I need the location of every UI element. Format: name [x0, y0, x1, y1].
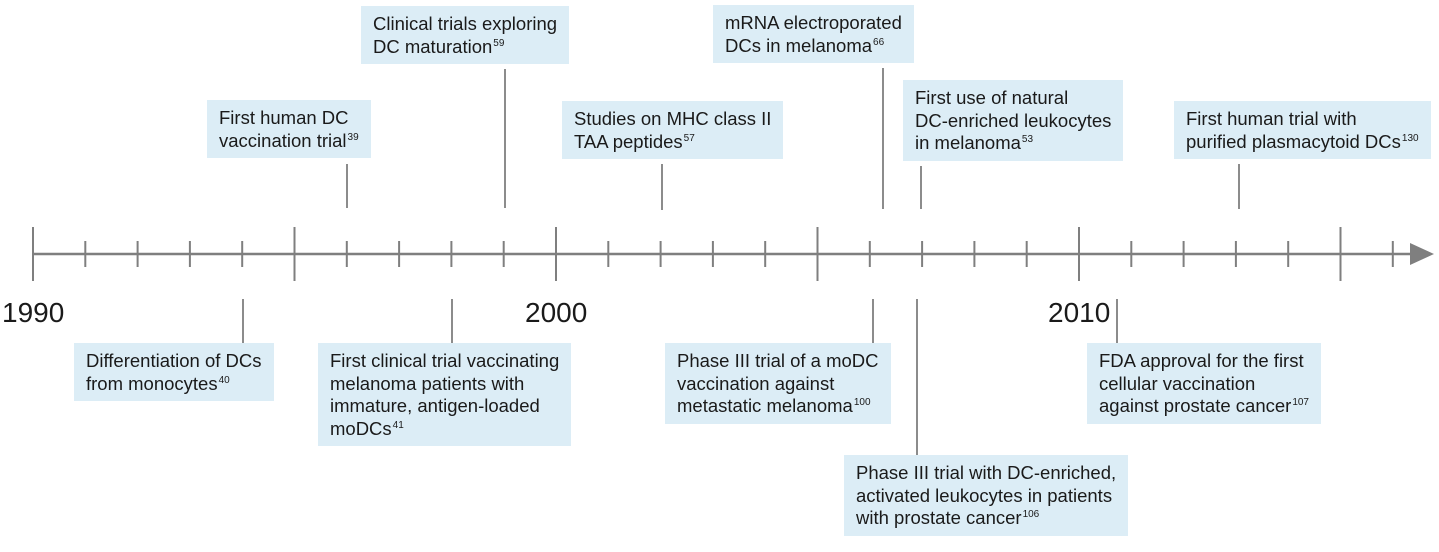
event-box-phase-iii-prostate: Phase III trial with DC-enriched,activat… — [844, 455, 1129, 536]
event-reference-number: 40 — [218, 374, 230, 386]
event-reference-number: 41 — [392, 419, 404, 431]
event-text-line: in melanoma53 — [915, 132, 1111, 155]
event-text-line: DCs in melanoma66 — [725, 35, 902, 58]
event-text: Studies on MHC class II — [574, 108, 772, 129]
event-text: First human trial with — [1186, 108, 1357, 129]
event-text: DCs in melanoma — [725, 34, 873, 56]
event-text-line: vaccination trial39 — [219, 130, 359, 153]
event-text: purified plasmacytoid DCs — [1186, 130, 1401, 152]
event-text: FDA approval for the first — [1099, 350, 1304, 371]
event-text: immature, antigen-loaded — [330, 395, 540, 416]
event-text-line: Phase III trial of a moDC — [677, 350, 879, 373]
event-text: with prostate cancer — [856, 507, 1022, 528]
event-text: from monocytes — [86, 372, 218, 394]
event-text-line: cellular vaccination — [1099, 373, 1309, 396]
event-text-line: activated leukocytes in patients — [856, 485, 1116, 508]
event-text-line: from monocytes40 — [86, 373, 262, 396]
event-text-line: against prostate cancer107 — [1099, 395, 1309, 418]
year-label-1990: 1990 — [2, 297, 65, 328]
event-text-line: First human DC — [219, 107, 359, 130]
event-text-line: First human trial with — [1186, 108, 1419, 131]
event-text: First use of natural — [915, 87, 1069, 108]
event-text-line: FDA approval for the first — [1099, 350, 1309, 373]
event-text: vaccination against — [677, 372, 835, 394]
event-reference-number: 106 — [1022, 509, 1040, 520]
event-text-line: Phase III trial with DC-enriched, — [856, 462, 1116, 485]
event-text: Phase III trial with DC-enriched, — [856, 462, 1117, 483]
event-text: cellular vaccination — [1099, 372, 1256, 394]
event-reference-number: 130 — [1401, 132, 1419, 144]
event-text: metastatic melanoma — [677, 395, 853, 416]
year-label-2010: 2010 — [1048, 297, 1111, 328]
event-text-line: melanoma patients with — [330, 373, 559, 396]
event-text-line: mRNA electroporated — [725, 12, 902, 35]
event-text: Phase III trial of a moDC — [677, 350, 879, 371]
event-reference-number: 39 — [347, 131, 359, 143]
event-reference-number: 53 — [1021, 134, 1034, 145]
event-text: DC-enriched leukocytes — [915, 109, 1112, 131]
axis-arrow-head — [1410, 243, 1434, 265]
event-text-line: purified plasmacytoid DCs130 — [1186, 131, 1419, 154]
event-text-line: First use of natural — [915, 87, 1111, 110]
event-text-line: TAA peptides57 — [574, 131, 771, 154]
event-reference-number: 59 — [493, 37, 505, 49]
event-reference-number: 107 — [1292, 397, 1309, 408]
event-text-line: Differentiation of DCs — [86, 350, 262, 373]
event-text: in melanoma — [915, 132, 1021, 153]
year-label-2000: 2000 — [525, 297, 588, 328]
event-text: TAA peptides — [574, 130, 683, 152]
event-text: moDCs — [330, 417, 392, 439]
event-text: Differentiation of DCs — [86, 350, 262, 371]
event-text-line: moDCs41 — [330, 418, 559, 441]
event-text-line: Clinical trials exploring — [373, 13, 557, 36]
event-text: First human DC — [219, 107, 349, 128]
event-text-line: vaccination against — [677, 373, 879, 396]
event-text: Clinical trials exploring — [373, 13, 558, 34]
event-text-line: immature, antigen-loaded — [330, 395, 559, 418]
event-text-line: DC maturation59 — [373, 36, 557, 59]
event-text-line: Studies on MHC class II — [574, 108, 771, 131]
event-text: melanoma patients with — [330, 372, 525, 394]
event-text: activated leukocytes in patients — [856, 484, 1113, 506]
event-text: First clinical trial vaccinating — [330, 350, 560, 371]
event-text: DC maturation — [373, 35, 493, 57]
event-text: against prostate cancer — [1099, 395, 1292, 416]
event-reference-number: 66 — [873, 36, 885, 48]
event-text: vaccination trial — [219, 129, 347, 151]
event-text-line: with prostate cancer106 — [856, 507, 1116, 530]
event-reference-number: 57 — [683, 132, 695, 144]
event-reference-number: 100 — [853, 397, 871, 408]
event-text-line: metastatic melanoma100 — [677, 395, 879, 418]
event-text-line: First clinical trial vaccinating — [330, 350, 559, 373]
event-text-line: DC-enriched leukocytes — [915, 110, 1111, 133]
event-text: mRNA electroporated — [725, 12, 902, 33]
